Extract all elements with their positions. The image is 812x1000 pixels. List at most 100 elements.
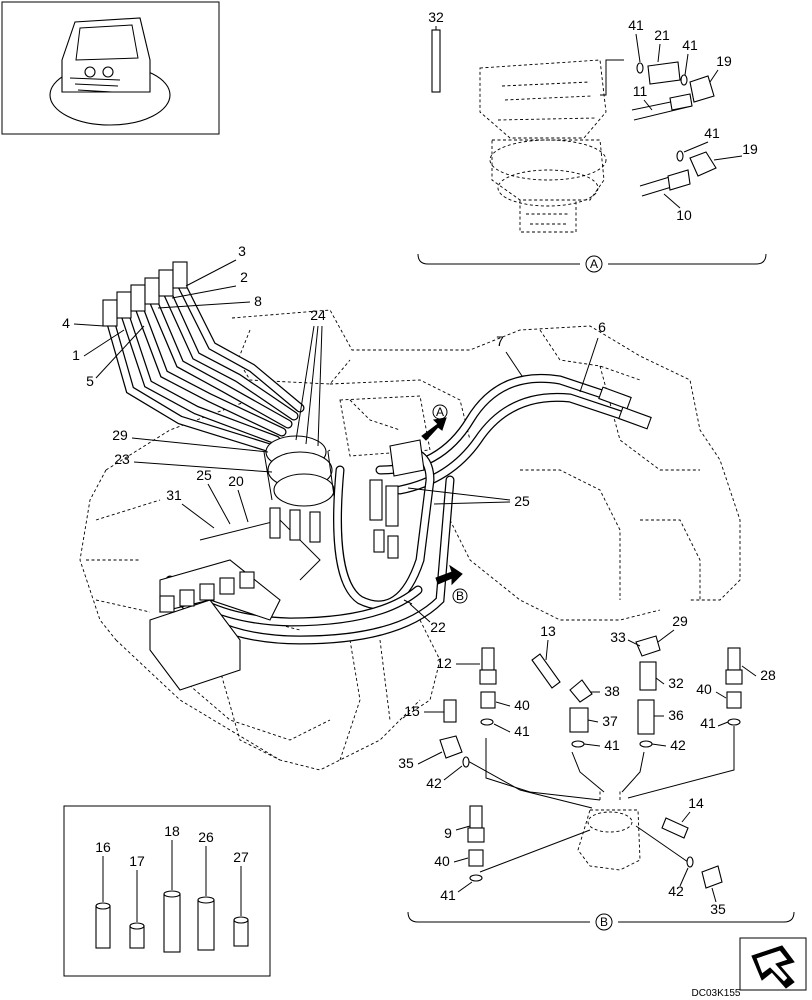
part-19-elbow bbox=[689, 75, 715, 103]
callout-41: 41 bbox=[628, 17, 644, 33]
callout-19: 19 bbox=[716, 53, 732, 69]
callout-22: 22 bbox=[430, 619, 446, 635]
part-9-hose bbox=[469, 805, 483, 829]
callout-32: 32 bbox=[668, 675, 684, 691]
hose-end-fittings bbox=[102, 261, 188, 327]
callout-20: 20 bbox=[228, 473, 244, 489]
view-marker-b bbox=[595, 913, 613, 931]
part-12-hose bbox=[481, 647, 495, 671]
callout-31: 31 bbox=[166, 487, 182, 503]
part-35-elbow bbox=[439, 735, 463, 759]
part-41-oring bbox=[676, 150, 684, 162]
part-32-spacer bbox=[639, 661, 657, 691]
callout-27: 27 bbox=[233, 849, 249, 865]
adapter-inset: 16 17 18 26 27 bbox=[63, 805, 271, 977]
callout-28: 28 bbox=[760, 667, 776, 683]
callout-18: 18 bbox=[164, 823, 180, 839]
figure-code: DC03K155 bbox=[692, 988, 741, 999]
part-40-adapter bbox=[480, 691, 496, 709]
callout-41: 41 bbox=[704, 125, 720, 141]
callout-35: 35 bbox=[710, 901, 726, 917]
part-26-adapter bbox=[197, 896, 215, 951]
part-41-oring bbox=[480, 718, 494, 726]
callout-41: 41 bbox=[604, 737, 620, 753]
part-33-fitting bbox=[635, 635, 661, 657]
callout-26: 26 bbox=[198, 829, 214, 845]
callout-40: 40 bbox=[696, 681, 712, 697]
main-assembly: A B 3 2 8 4 1 5 24 7 6 29 23 25 20 bbox=[62, 243, 741, 771]
callout-42: 42 bbox=[668, 883, 684, 899]
part-21-adapter bbox=[647, 61, 681, 85]
part-13-hose bbox=[531, 653, 561, 689]
callout-42: 42 bbox=[670, 737, 686, 753]
detail-b-swivel: 13 33 29 12 38 32 28 40 40 15 41 37 36 4… bbox=[398, 613, 795, 931]
detail-a-swing-motor: 32 41 21 41 19 11 41 bbox=[417, 9, 767, 273]
callout-17: 17 bbox=[129, 853, 145, 869]
part-28-hose bbox=[727, 647, 741, 671]
locator-inset bbox=[1, 1, 220, 135]
callout-4: 4 bbox=[62, 315, 70, 331]
arrow-a: A bbox=[421, 404, 448, 441]
part-16-adapter bbox=[95, 902, 111, 949]
callout-41: 41 bbox=[700, 715, 716, 731]
callout-42: 42 bbox=[426, 775, 442, 791]
callout-38: 38 bbox=[604, 683, 620, 699]
callout-5: 5 bbox=[86, 373, 94, 389]
callout-6: 6 bbox=[598, 319, 606, 335]
part-36-adapter bbox=[637, 699, 655, 735]
part-41-oring bbox=[636, 62, 644, 74]
part-35-elbow bbox=[701, 865, 723, 889]
part-15-hose bbox=[443, 699, 457, 723]
svg-text:B: B bbox=[456, 589, 464, 603]
callout-23: 23 bbox=[114, 451, 130, 467]
view-marker-a bbox=[585, 255, 603, 273]
callout-3: 3 bbox=[238, 243, 246, 259]
part-14-hose bbox=[661, 817, 689, 839]
callout-11: 11 bbox=[633, 83, 648, 99]
svg-text:A: A bbox=[590, 257, 598, 271]
callout-25: 25 bbox=[514, 493, 530, 509]
callout-29: 29 bbox=[672, 613, 688, 629]
machine-locator-icon bbox=[49, 17, 171, 126]
callout-15: 15 bbox=[404, 703, 420, 719]
callout-41: 41 bbox=[682, 37, 698, 53]
callout-36: 36 bbox=[668, 707, 684, 723]
callout-8: 8 bbox=[254, 293, 262, 309]
callout-29: 29 bbox=[112, 427, 128, 443]
svg-text:A: A bbox=[436, 405, 444, 419]
swivel-fitting-cluster bbox=[339, 395, 431, 559]
callout-13: 13 bbox=[540, 623, 556, 639]
hose-clamp bbox=[263, 435, 335, 507]
callout-19: 19 bbox=[742, 141, 758, 157]
callout-7: 7 bbox=[496, 333, 504, 349]
callout-1: 1 bbox=[72, 347, 80, 363]
callout-40: 40 bbox=[434, 853, 450, 869]
part-19-elbow bbox=[689, 151, 717, 177]
callout-9: 9 bbox=[444, 825, 452, 841]
long-hoses bbox=[375, 373, 652, 495]
callout-14: 14 bbox=[688, 795, 704, 811]
part-17-adapter bbox=[129, 922, 145, 949]
part-41-oring bbox=[680, 74, 688, 86]
callout-2: 2 bbox=[240, 269, 248, 285]
part-27-adapter bbox=[233, 916, 249, 947]
callout-16: 16 bbox=[95, 839, 111, 855]
arrow-b: B bbox=[435, 564, 468, 604]
callout-35: 35 bbox=[398, 755, 414, 771]
svg-text:B: B bbox=[600, 915, 608, 929]
callout-41: 41 bbox=[440, 887, 456, 903]
control-valve bbox=[149, 507, 321, 691]
swing-motor-outline bbox=[479, 59, 624, 233]
hose-bundle bbox=[102, 261, 305, 453]
part-37-adapter bbox=[569, 707, 589, 733]
part-32-spacer bbox=[431, 29, 441, 93]
callout-40: 40 bbox=[514, 697, 530, 713]
callout-10: 10 bbox=[676, 207, 692, 223]
callout-33: 33 bbox=[610, 629, 626, 645]
callout-41: 41 bbox=[514, 723, 530, 739]
callout-21: 21 bbox=[654, 27, 670, 43]
orientation-indicator bbox=[739, 937, 807, 991]
callout-12: 12 bbox=[436, 655, 452, 671]
callout-24: 24 bbox=[310, 307, 326, 323]
